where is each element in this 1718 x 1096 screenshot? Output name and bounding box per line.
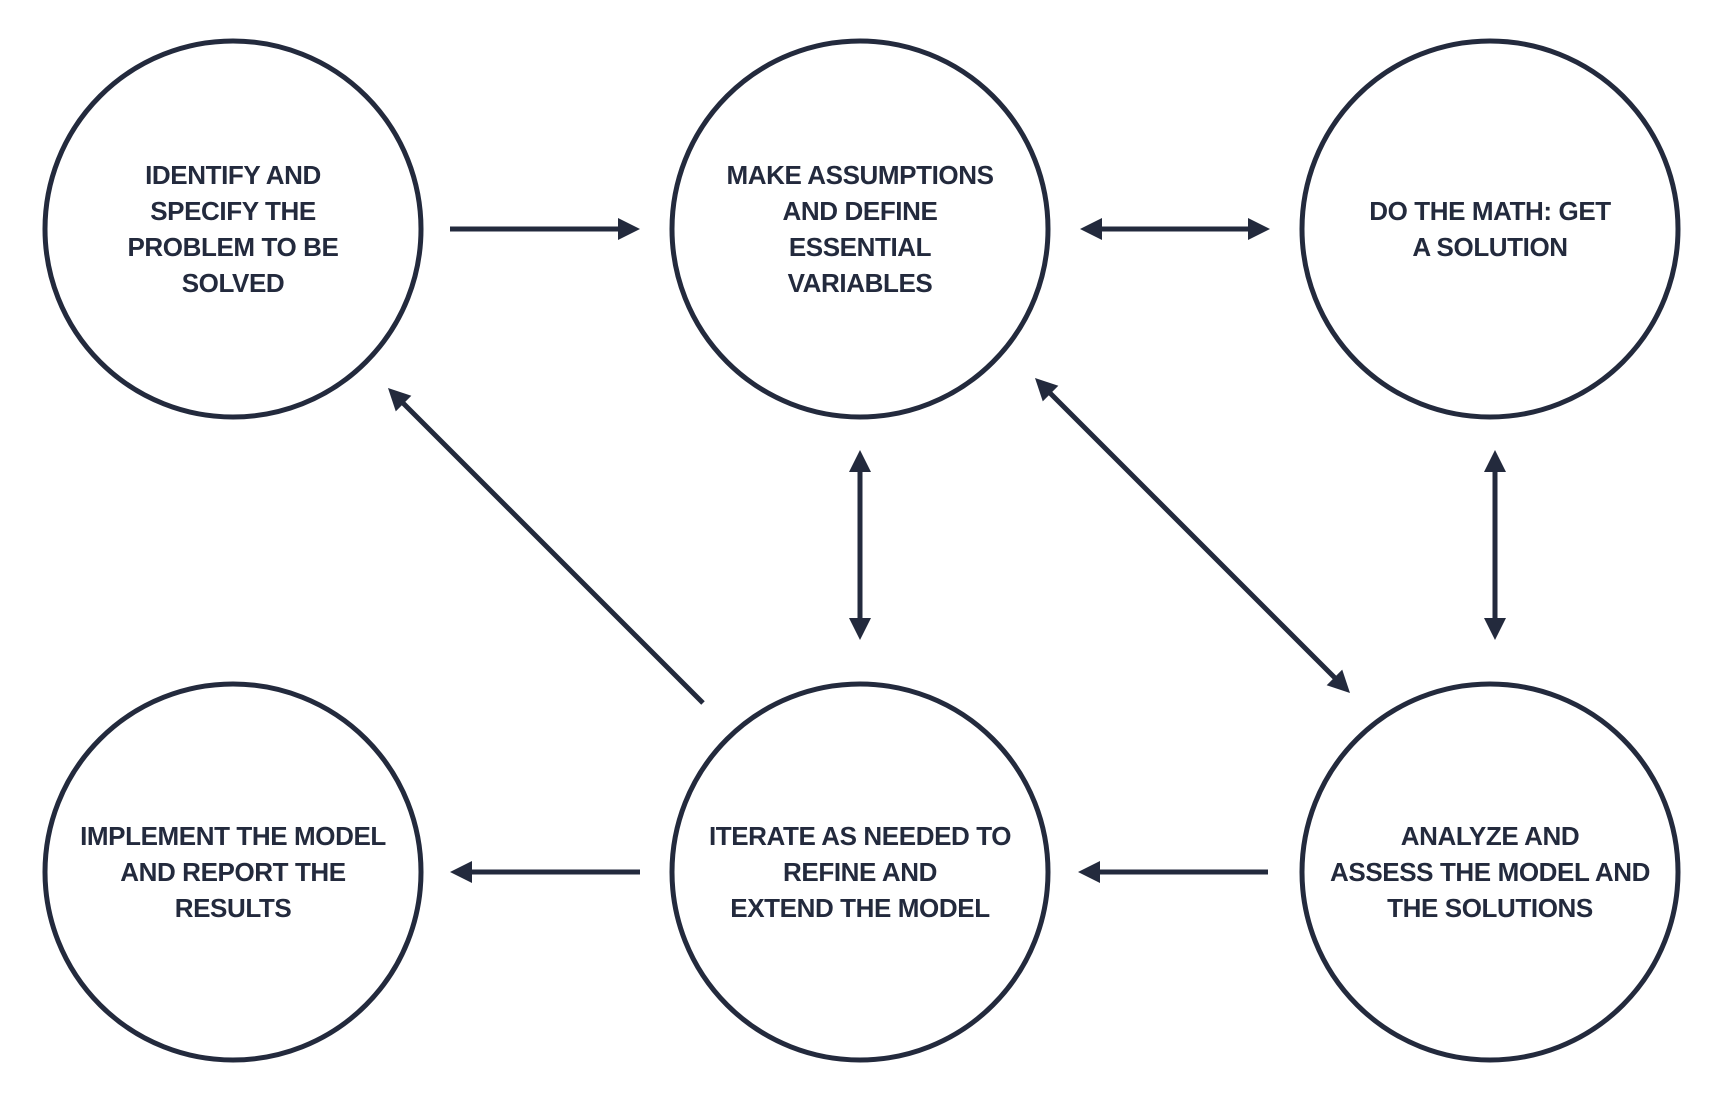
step-identify-label-line: IDENTIFY AND: [145, 160, 321, 190]
arrow-iterate-to-identify: [388, 388, 705, 705]
step-iterate-label-line: ITERATE AS NEEDED TO: [709, 821, 1011, 851]
process-steps: IDENTIFY AND SPECIFY THE PROBLEM TO BE SOLV…: [42, 38, 1681, 1063]
step-assumptions-label-line: VARIABLES: [788, 268, 933, 298]
arrow-shaft: [398, 398, 705, 705]
step-assumptions-label-line: ESSENTIAL: [789, 232, 932, 262]
step-iterate-label-line: EXTEND THE MODEL: [730, 893, 990, 923]
step-identify: IDENTIFY AND SPECIFY THE PROBLEM TO BE SOLV…: [42, 38, 424, 420]
arrow-analyze-to-iterate: [1078, 861, 1268, 883]
step-assumptions: MAKE ASSUMPTIONS AND DEFINE ESSENTIAL VARIA…: [669, 38, 1051, 420]
step-identify-circle: [42, 38, 424, 420]
arrowhead-end: [618, 218, 640, 240]
step-identify-label-line: SOLVED: [182, 268, 285, 298]
step-identify-label-line: PROBLEM TO BE: [127, 232, 338, 262]
step-analyze-label-line: THE SOLUTIONS: [1387, 893, 1593, 923]
arrow-assumptions-to-iterate: [849, 450, 871, 640]
step-math: DO THE MATH: GET A SOLUTION: [1299, 38, 1681, 420]
arrow-iterate-to-implement: [450, 861, 640, 883]
arrowhead-end: [849, 618, 871, 640]
arrowhead-start: [1484, 450, 1506, 472]
step-implement-label-line: IMPLEMENT THE MODEL: [80, 821, 386, 851]
step-implement: IMPLEMENT THE MODEL AND REPORT THE RESULTS: [42, 681, 424, 1063]
arrow-shaft: [1045, 388, 1340, 683]
arrowhead-end: [1484, 618, 1506, 640]
step-assumptions-label-line: MAKE ASSUMPTIONS: [726, 160, 993, 190]
arrowhead-end: [1078, 861, 1100, 883]
step-analyze: ANALYZE AND ASSESS THE MODEL AND THE SOLUT…: [1299, 681, 1681, 1063]
connections: [388, 218, 1506, 883]
step-analyze-label-line: ANALYZE AND: [1401, 821, 1580, 851]
arrowhead-end: [1326, 669, 1350, 693]
step-iterate-circle: [669, 681, 1051, 1063]
arrowhead-end: [450, 861, 472, 883]
step-implement-label-line: RESULTS: [175, 893, 292, 923]
arrowhead-end: [1248, 218, 1270, 240]
arrowhead-end: [388, 388, 412, 412]
step-implement-circle: [42, 681, 424, 1063]
arrowhead-start: [849, 450, 871, 472]
step-implement-label-line: AND REPORT THE: [120, 857, 346, 887]
arrow-assumptions-to-analyze: [1035, 378, 1350, 693]
arrowhead-start: [1080, 218, 1102, 240]
arrowhead-start: [1035, 378, 1059, 402]
arrow-identify-to-assumptions: [450, 218, 640, 240]
arrow-math-to-analyze: [1484, 450, 1506, 640]
step-analyze-label-line: ASSESS THE MODEL AND: [1330, 857, 1650, 887]
arrow-assumptions-to-math: [1080, 218, 1270, 240]
step-assumptions-circle: [669, 38, 1051, 420]
step-iterate: ITERATE AS NEEDED TO REFINE AND EXTEND THE…: [669, 681, 1051, 1063]
step-math-label-line: A SOLUTION: [1412, 232, 1567, 262]
step-math-circle: [1299, 38, 1681, 420]
step-assumptions-label-line: AND DEFINE: [783, 196, 938, 226]
step-identify-label-line: SPECIFY THE: [150, 196, 316, 226]
step-analyze-circle: [1299, 681, 1681, 1063]
step-iterate-label-line: REFINE AND: [783, 857, 937, 887]
step-math-label-line: DO THE MATH: GET: [1369, 196, 1611, 226]
